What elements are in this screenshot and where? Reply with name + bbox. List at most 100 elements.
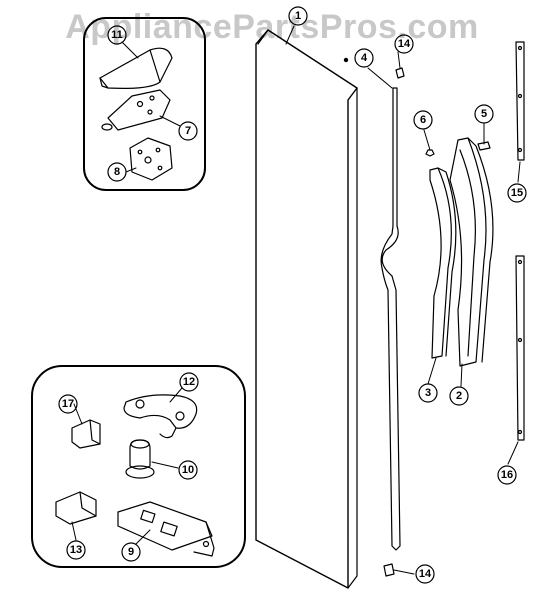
callout-6-label: 6 <box>420 114 426 126</box>
leader-10 <box>151 461 179 469</box>
leader-12 <box>169 387 183 403</box>
plate-flange <box>193 521 215 557</box>
callout-9[interactable]: 9 <box>121 542 141 562</box>
callout-17[interactable]: 17 <box>58 394 78 414</box>
part-hinge-cover <box>99 47 173 89</box>
leader-3 <box>427 357 437 385</box>
callout-7[interactable]: 7 <box>178 121 198 141</box>
plate-slot-2 <box>160 521 178 537</box>
trim-hole-5 <box>517 337 523 343</box>
shim-hole-1 <box>144 156 152 164</box>
hinge-hole-1 <box>135 399 145 409</box>
trim-hole-6 <box>517 429 523 435</box>
part-trim-strip-upper <box>515 41 525 161</box>
callout-16-label: 16 <box>501 469 513 481</box>
leader-13 <box>71 521 77 541</box>
callout-6[interactable]: 6 <box>413 110 433 130</box>
part-plug-top <box>395 67 405 79</box>
trim-hole-4 <box>517 259 523 265</box>
leader-2 <box>460 363 463 387</box>
part-lower-hinge <box>123 394 198 429</box>
callout-8[interactable]: 8 <box>107 162 127 182</box>
hinge-cover-edge <box>99 77 109 89</box>
callout-4-label: 4 <box>361 52 368 64</box>
trim-hole-2 <box>517 93 523 99</box>
cam-base <box>125 465 155 479</box>
watermark-logo: AppliancePartsPros.com <box>65 8 479 46</box>
leader-6 <box>423 129 431 151</box>
leader-7 <box>159 115 181 127</box>
part-hinge-bracket <box>107 89 171 131</box>
callout-14-top-label: 14 <box>398 38 411 50</box>
hinge-cover-ridge <box>149 49 161 83</box>
part-angle-bracket <box>71 419 101 449</box>
callout-15[interactable]: 15 <box>507 183 527 203</box>
cam-top <box>130 439 150 449</box>
callout-11-label: 11 <box>111 29 123 41</box>
callout-12[interactable]: 12 <box>179 372 199 392</box>
leader-8 <box>125 167 137 173</box>
hinge-arm <box>159 427 177 439</box>
angle-bracket-fold <box>89 419 101 445</box>
flange-hole <box>202 540 210 548</box>
callout-1[interactable]: 1 <box>288 6 308 26</box>
part-screw-6 <box>425 149 435 157</box>
shim-hole-3 <box>155 147 161 153</box>
part-plug-bottom <box>383 563 395 577</box>
part-door-gasket <box>380 87 401 551</box>
shim-hole-2 <box>137 149 143 155</box>
bracket-hole-1 <box>136 100 144 108</box>
callout-4[interactable]: 4 <box>354 48 374 68</box>
plate-slot-1 <box>140 509 156 524</box>
callout-10[interactable]: 10 <box>178 460 198 480</box>
bracket-hole-3 <box>147 109 153 115</box>
part-liner-trim <box>429 167 452 359</box>
leader-14a <box>397 51 401 69</box>
part-screw-5 <box>477 141 491 151</box>
callout-2[interactable]: 2 <box>449 386 469 406</box>
hinge-hole-2 <box>175 411 185 421</box>
panel-edge <box>467 137 494 363</box>
callout-8-label: 8 <box>114 166 120 178</box>
callout-5-label: 5 <box>481 108 487 120</box>
part-shim-plate <box>129 137 173 181</box>
part-trim-strip-lower <box>515 255 525 441</box>
hinge-inset-top-frame <box>83 17 206 191</box>
panel-channel <box>459 149 476 357</box>
callout-5[interactable]: 5 <box>474 104 494 124</box>
callout-11[interactable]: 11 <box>107 25 127 45</box>
bracket-pin <box>101 123 113 131</box>
callout-16[interactable]: 16 <box>497 465 517 485</box>
part-hinge-cap <box>55 491 97 525</box>
shim-hole-4 <box>157 165 163 171</box>
callout-3-label: 3 <box>425 387 431 399</box>
liner-trim-edge <box>437 167 457 357</box>
callout-14-bottom-label: 14 <box>419 568 432 580</box>
callout-13-label: 13 <box>70 544 82 556</box>
callout-17-label: 17 <box>62 398 74 410</box>
part-dispenser-panel <box>449 137 487 367</box>
leader-lines <box>71 25 521 575</box>
leader-17 <box>73 403 83 425</box>
leader-16 <box>507 441 519 465</box>
part-bottom-hinge-plate <box>117 501 213 551</box>
part-door-panel <box>255 29 358 589</box>
leader-11 <box>121 41 139 59</box>
callout-3[interactable]: 3 <box>418 383 438 403</box>
trim-hole-3 <box>517 147 523 153</box>
bracket-hole-2 <box>149 95 155 101</box>
door-side-edge <box>347 87 358 589</box>
callout-14-top[interactable]: 14 <box>394 34 414 54</box>
leader-15 <box>517 161 521 183</box>
part-hinge-cam <box>129 439 151 470</box>
cap-edge <box>79 491 97 517</box>
door-top-edge <box>257 29 269 45</box>
callout-1-label: 1 <box>295 10 301 22</box>
door-screw-hole <box>343 57 349 63</box>
trim-hole-1 <box>517 45 523 51</box>
callout-13[interactable]: 13 <box>66 540 86 560</box>
callout-7-label: 7 <box>185 125 191 137</box>
callout-14-bottom[interactable]: 14 <box>415 564 435 584</box>
leader-9 <box>135 529 151 545</box>
